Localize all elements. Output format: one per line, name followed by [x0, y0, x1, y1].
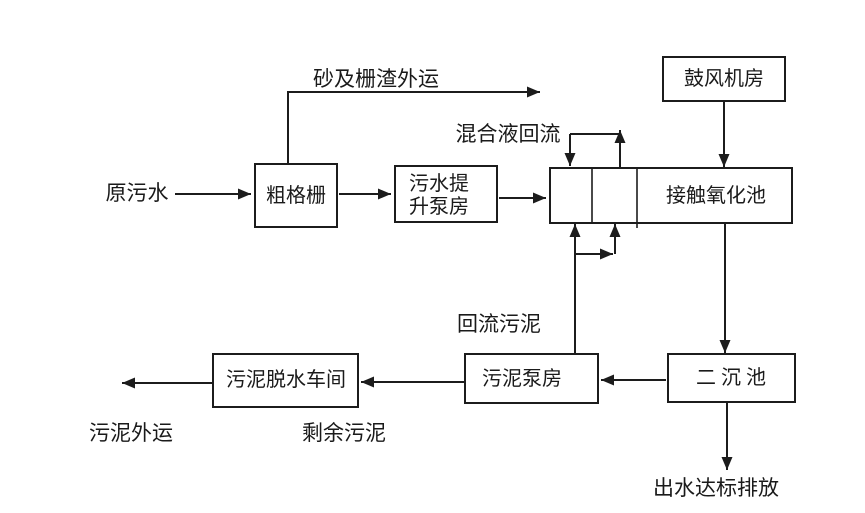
lift-pump-box	[394, 165, 498, 223]
dewatering-workshop-box	[212, 353, 359, 408]
node-lift-pump: 污水提 升泵房	[394, 165, 498, 223]
sludge-pump-box	[464, 353, 599, 404]
flow-labels: 原污水 砂及栅渣外运 混合液回流 回流污泥 污泥外运 剩余污泥 出水达标排放	[89, 67, 779, 500]
node-sludge-pump: 污泥泵房	[464, 353, 599, 404]
node-secondary-clarifier: 二 沉 池	[667, 353, 796, 403]
effluent-discharge-label: 出水达标排放	[653, 476, 779, 500]
node-dewatering-workshop: 污泥脱水车间	[212, 353, 359, 408]
dewatering-workshop-label: 污泥脱水车间	[226, 368, 346, 391]
raw-sewage-label: 原污水	[106, 181, 169, 205]
secondary-clarifier-box	[667, 353, 796, 403]
secondary-clarifier-label: 二 沉 池	[696, 366, 766, 389]
return-sludge-label: 回流污泥	[457, 312, 541, 336]
lift-pump-label-line2: 升泵房	[409, 195, 469, 218]
oxidation-tank-box	[549, 167, 793, 224]
sludge-out-label: 污泥外运	[89, 421, 173, 445]
coarse-screen-label: 粗格栅	[266, 184, 326, 207]
surplus-sludge-label: 剩余污泥	[302, 421, 386, 445]
mixed-liquor-reflux-label: 混合液回流	[456, 122, 561, 146]
node-blower-room: 鼓风机房	[662, 56, 786, 102]
sludge-pump-label: 污泥泵房	[482, 367, 562, 390]
blower-room-box	[662, 56, 786, 102]
lift-pump-label-line1: 污水提	[409, 172, 469, 195]
oxidation-tank-label: 接触氧化池	[666, 184, 766, 207]
node-oxidation-tank: 接触氧化池	[549, 167, 793, 228]
connectors	[122, 86, 733, 470]
blower-room-label: 鼓风机房	[684, 67, 764, 90]
sand-residue-out-label: 砂及栅渣外运	[313, 67, 439, 91]
node-coarse-screen: 粗格栅	[254, 163, 338, 228]
coarse-screen-box	[254, 163, 338, 228]
